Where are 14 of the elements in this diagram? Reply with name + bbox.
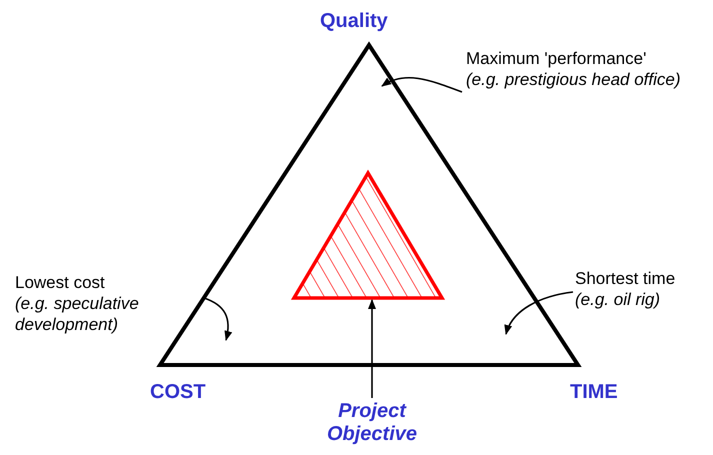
vertex-label: COST bbox=[150, 381, 206, 404]
arrow bbox=[381, 76, 462, 93]
callout-heading: Lowest cost bbox=[15, 272, 106, 293]
vertex-label: Quality bbox=[320, 10, 388, 33]
example-note: (e.g. speculative development) bbox=[15, 293, 140, 335]
callout-label: Project Objective bbox=[326, 400, 418, 446]
vertex-label: TIME bbox=[570, 381, 618, 404]
arrow bbox=[368, 299, 376, 398]
example-note: (e.g. prestigious head office) bbox=[466, 69, 682, 90]
callout-heading: Maximum 'performance' bbox=[466, 48, 648, 69]
arrow bbox=[204, 297, 232, 341]
callout-heading: Shortest time bbox=[575, 268, 676, 289]
arrow bbox=[505, 291, 574, 335]
example-note: (e.g. oil rig) bbox=[575, 289, 662, 310]
